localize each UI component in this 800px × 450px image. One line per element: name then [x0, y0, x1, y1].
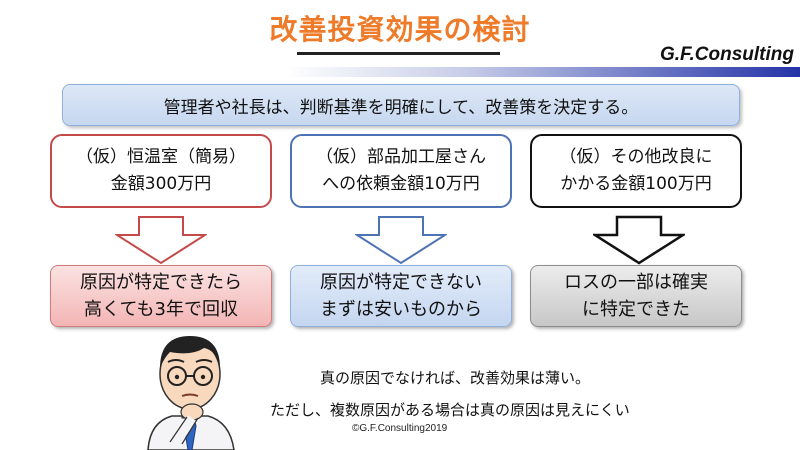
option-2-line2: への依頼金額10万円: [322, 174, 480, 194]
result-1-line2: 高くても3年で回収: [83, 299, 238, 320]
decision-banner: 管理者や社長は、判断基準を明確にして、改善策を決定する。: [62, 84, 740, 126]
title-underline: [297, 52, 500, 55]
result-box-3: ロスの一部は確実 に特定できた: [530, 265, 742, 327]
option-3-line1: （仮）その他改良に: [559, 147, 713, 167]
thinking-man-icon: [147, 336, 235, 450]
brand-gradient-bar: [285, 67, 800, 77]
result-3-line1: ロスの一部は確実: [564, 272, 708, 293]
result-1-line1: 原因が特定できたら: [80, 272, 242, 293]
option-1-line1: （仮）恒温室（簡易）: [76, 147, 246, 167]
down-arrow-icon-black: [593, 215, 685, 265]
option-1-line2: 金額300万円: [110, 174, 212, 194]
down-arrow-icon-red: [115, 216, 207, 265]
option-box-1: （仮）恒温室（簡易） 金額300万円: [50, 134, 272, 208]
down-arrow-icon-blue: [355, 216, 447, 265]
option-box-3: （仮）その他改良に かかる金額100万円: [530, 134, 742, 208]
brand-logo: G.F.Consulting: [659, 44, 794, 65]
copyright-text: ©G.F.Consulting2019: [352, 423, 448, 434]
page-title: 改善投資効果の検討: [269, 13, 531, 46]
note-line-2: ただし、複数原因がある場合は真の原因は見えにくい: [270, 401, 630, 419]
result-2-line1: 原因が特定できない: [320, 272, 482, 293]
option-3-line2: かかる金額100万円: [560, 174, 712, 194]
result-3-line2: に特定できた: [582, 299, 690, 320]
result-box-1: 原因が特定できたら 高くても3年で回収: [50, 265, 272, 327]
option-2-line1: （仮）部品加工屋さん: [316, 147, 486, 167]
result-2-line2: まずは安いものから: [320, 299, 482, 320]
option-box-2: （仮）部品加工屋さん への依頼金額10万円: [290, 134, 512, 208]
result-box-2: 原因が特定できない まずは安いものから: [290, 265, 512, 327]
note-line-1: 真の原因でなければ、改善効果は薄い。: [320, 369, 591, 387]
